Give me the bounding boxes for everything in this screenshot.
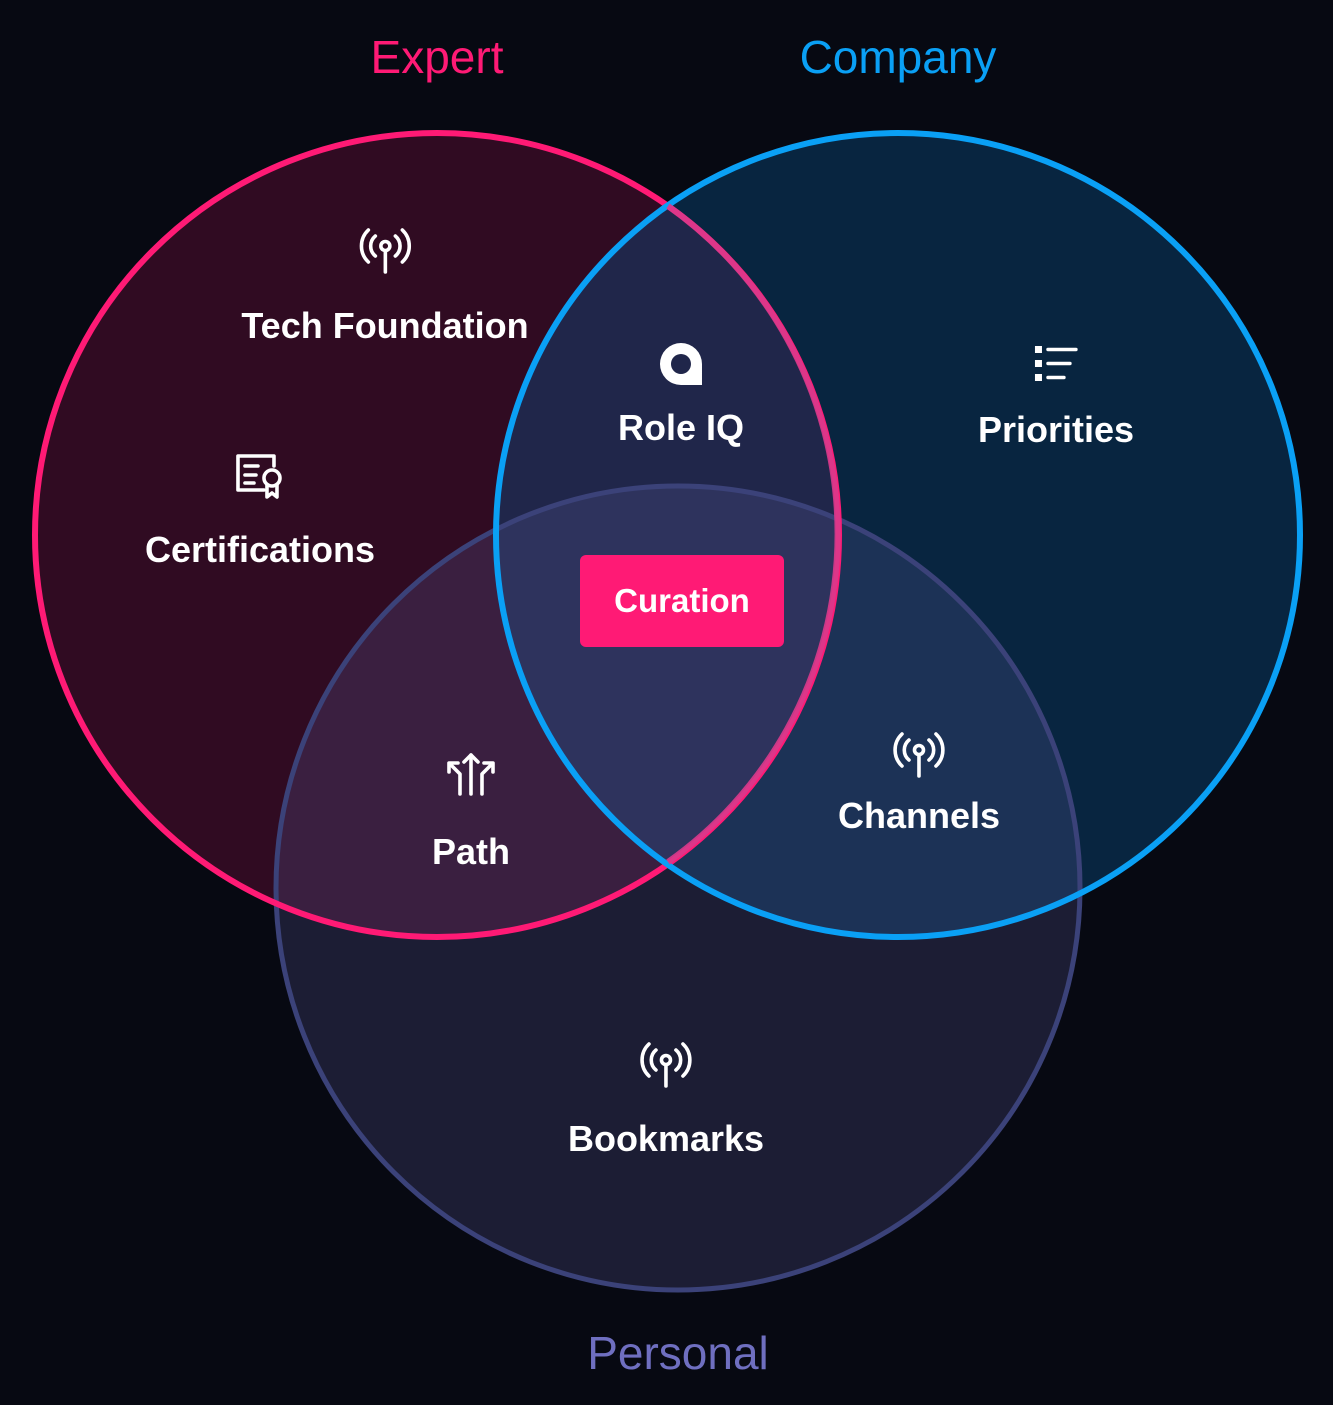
- region-priorities: Priorities: [978, 345, 1134, 448]
- company-circle-fill: [496, 133, 1300, 937]
- curation-badge: Curation: [580, 555, 784, 647]
- role-iq-icon: [660, 343, 702, 385]
- region-tech-foundation: Tech Foundation: [241, 224, 529, 346]
- region-certifications: Certifications: [145, 452, 375, 568]
- set-label-personal: Personal: [587, 1327, 769, 1379]
- region-role-iq: Role IQ: [618, 342, 744, 446]
- region-path: Path: [432, 752, 510, 870]
- certificate-icon: [236, 454, 282, 499]
- company-circle-outline: [493, 130, 1303, 940]
- region-label: Certifications: [144, 529, 376, 570]
- region-label: Priorities: [977, 409, 1135, 450]
- broadcast-icon: [640, 1042, 692, 1088]
- personal-circle-outline: [273, 483, 1083, 1293]
- region-label: Channels: [837, 795, 1001, 836]
- personal-circle-fill: [276, 486, 1080, 1290]
- broadcast-icon: [893, 732, 945, 778]
- region-label: Role IQ: [617, 407, 745, 448]
- region-bookmarks: Bookmarks: [568, 1038, 764, 1157]
- region-channels: Channels: [838, 728, 1000, 834]
- split-arrows-icon: [447, 753, 495, 796]
- set-label-expert: Expert: [370, 31, 504, 83]
- broadcast-icon: [359, 228, 411, 274]
- list-icon: [1035, 346, 1078, 381]
- expert-arc-overlap: [666, 203, 841, 865]
- set-label-company: Company: [799, 31, 997, 83]
- region-label: Path: [431, 831, 511, 872]
- region-label: Bookmarks: [567, 1118, 765, 1159]
- expert-circle-fill: [35, 133, 839, 937]
- region-label: Tech Foundation: [241, 305, 529, 346]
